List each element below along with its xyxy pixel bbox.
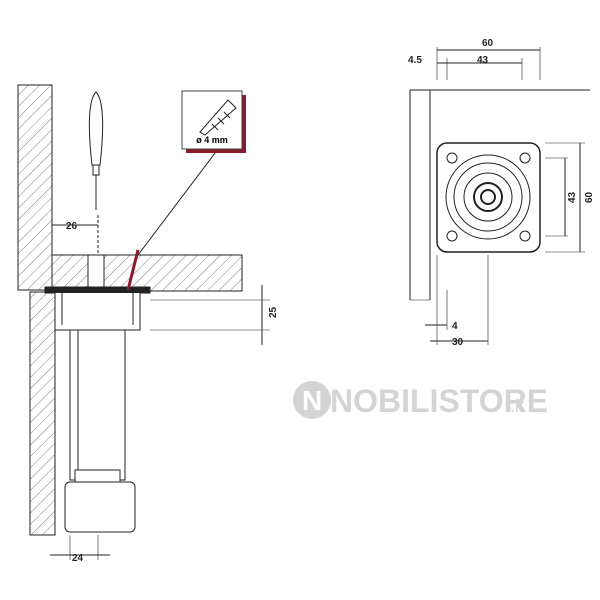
side-section-view bbox=[17, 84, 270, 560]
watermark-suffix: .it bbox=[510, 396, 524, 416]
dim-leg-diameter: 24 bbox=[72, 553, 84, 564]
dim-wall-offset: 26 bbox=[66, 221, 78, 232]
shelf-panel bbox=[51, 254, 243, 292]
dim-top-offset: 4.5 bbox=[408, 55, 422, 66]
watermark-brand: NOBILISTORE bbox=[330, 383, 548, 419]
top-plan-view bbox=[409, 47, 590, 345]
screw-icon bbox=[199, 99, 237, 136]
leg-foot bbox=[64, 481, 136, 533]
dim-bottom-small: 4 bbox=[452, 321, 458, 332]
dim-bottom-large: 30 bbox=[452, 337, 464, 348]
mounting-plate bbox=[44, 286, 151, 294]
watermark-logo: N NOBILISTORE .it bbox=[293, 381, 548, 419]
screw-hole-tr bbox=[519, 152, 531, 164]
svg-text:N: N bbox=[302, 385, 322, 416]
dim-top-inner: 43 bbox=[477, 55, 489, 66]
screw-in-shelf bbox=[126, 249, 140, 291]
mounting-plate-top bbox=[436, 142, 541, 253]
dim-top-total: 60 bbox=[482, 38, 494, 49]
leg-tube bbox=[69, 329, 126, 481]
mounting-cup bbox=[54, 293, 141, 331]
screw-hole-tl bbox=[446, 152, 458, 164]
leg-adjuster bbox=[74, 469, 121, 483]
lower-side-panel bbox=[29, 291, 56, 536]
screw-size-badge: ø 4 mm bbox=[181, 90, 246, 153]
dim-side-total: 60 bbox=[584, 191, 595, 203]
screw-hole-br bbox=[519, 230, 531, 242]
screw-hole-bl bbox=[446, 230, 458, 242]
upper-wall-panel bbox=[17, 84, 53, 291]
screw-size-label: ø 4 mm bbox=[196, 135, 228, 145]
dim-plate-height: 25 bbox=[268, 306, 279, 318]
dim-side-inner: 43 bbox=[567, 191, 578, 203]
plate-ring-outer bbox=[445, 154, 531, 240]
screwdriver-icon bbox=[88, 91, 104, 210]
screw-hole bbox=[87, 254, 105, 292]
